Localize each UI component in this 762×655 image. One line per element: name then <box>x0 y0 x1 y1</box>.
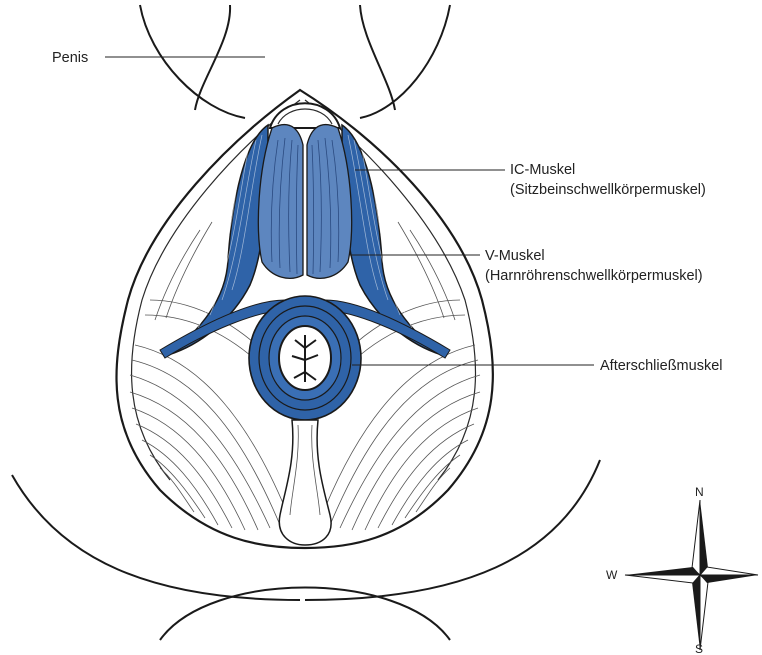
label-anal-sphincter: Afterschließmuskel <box>600 358 722 374</box>
label-ic-muscle-sub: (Sitzbeinschwellkörpermuskel) <box>510 182 706 198</box>
compass-north-label: N <box>695 485 704 499</box>
label-v-muscle-sub: (Harnröhrenschwellkörpermuskel) <box>485 268 703 284</box>
anal-sphincter <box>249 296 361 420</box>
label-v-muscle: V-Muskel <box>485 248 545 264</box>
compass-west-label: W <box>606 568 618 582</box>
label-penis: Penis <box>52 50 88 66</box>
compass-rose: N W S <box>606 485 758 655</box>
compass-south-label: S <box>695 642 703 655</box>
label-ic-muscle: IC-Muskel <box>510 162 575 178</box>
